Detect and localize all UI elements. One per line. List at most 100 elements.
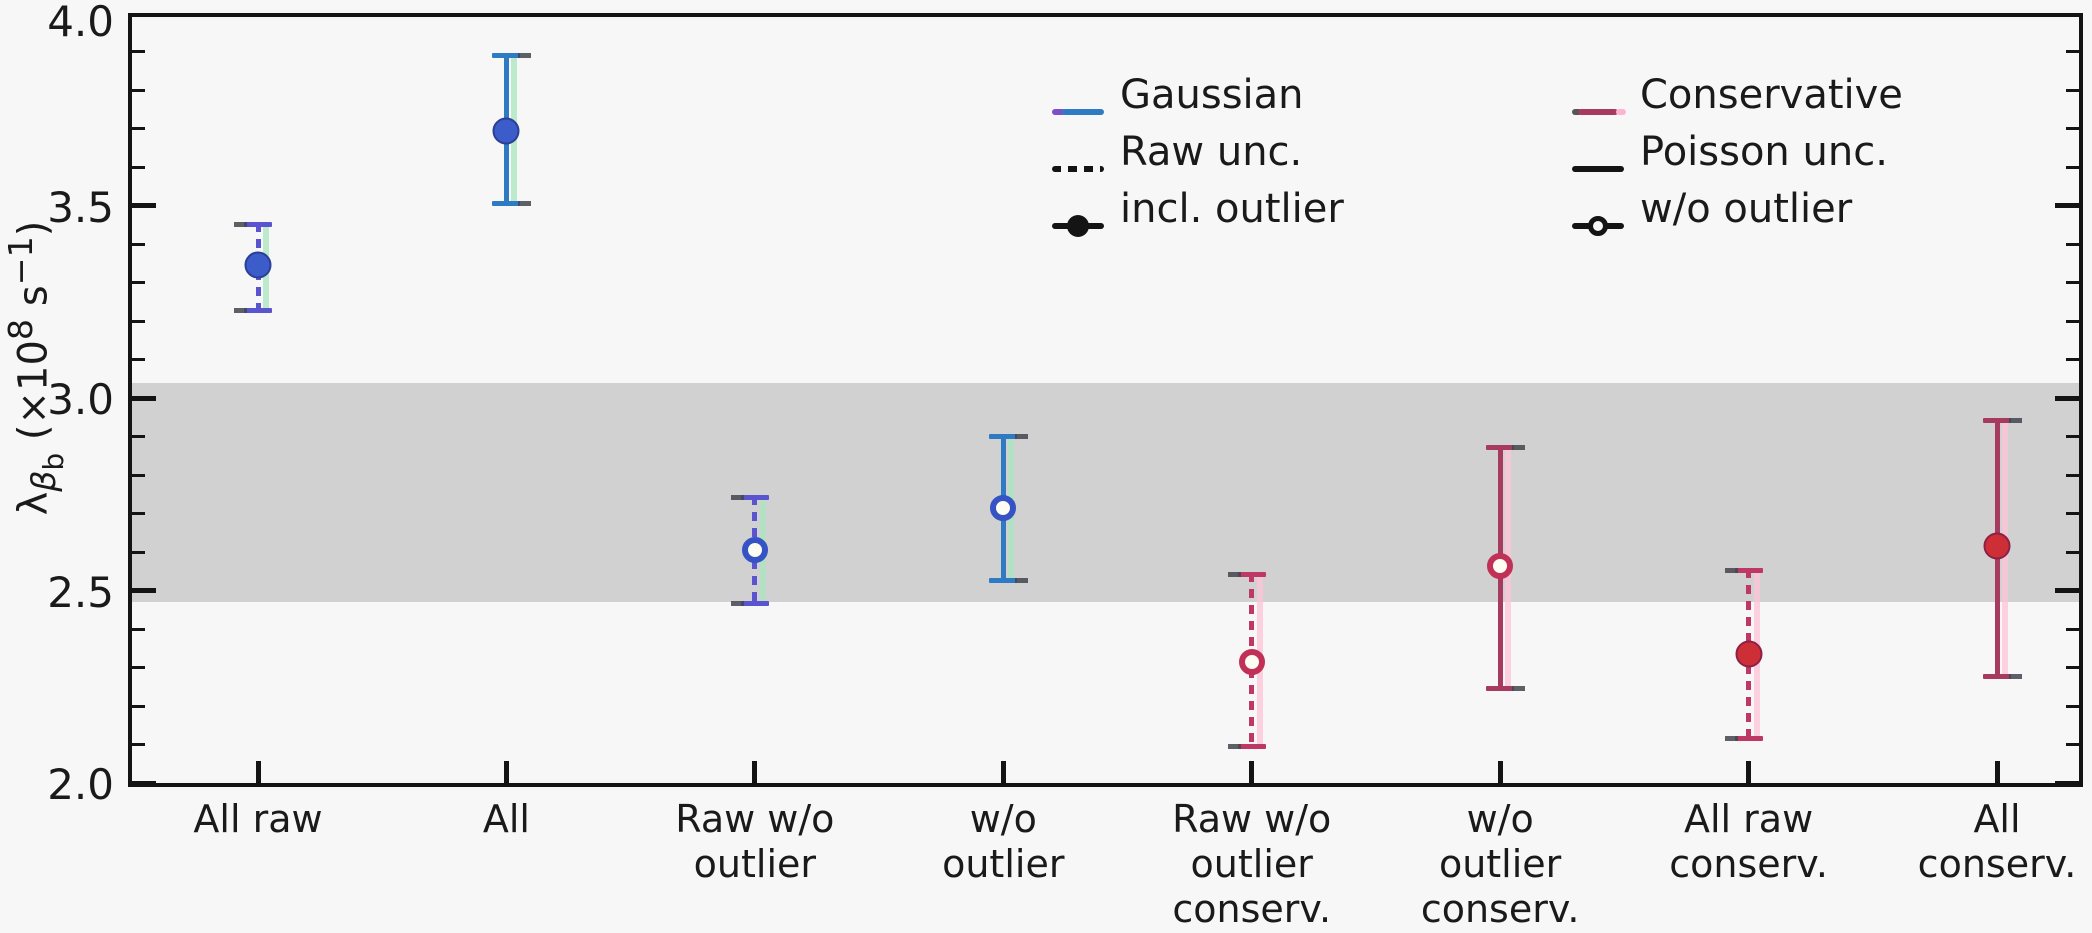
y-minor-tick-right [2066,550,2079,554]
conservative-line-gray-tip-icon [1572,109,1582,115]
y-major-tick-right [2055,588,2079,593]
x-major-tick [1746,761,1752,783]
gaussian-line-icon [1062,109,1104,115]
data-point-marker-open [990,494,1017,521]
y-minor-tick-left [132,473,145,477]
cap-artifact-top [234,221,247,227]
error-bar-cap-top [1983,418,2011,424]
error-bar-cap-bottom [492,200,521,206]
y-minor-tick-left [132,88,145,92]
y-minor-tick-left [132,165,145,169]
x-tick-label: Raw w/o outlier conserv. [1172,797,1332,931]
legend-item: Gaussian [1052,75,1304,115]
legend-swatch-line-dashed-black [1052,149,1104,172]
legend-item: Conservative [1572,75,1903,115]
open-circle-icon [1588,216,1608,236]
error-bar-cap-bottom [1734,735,1763,741]
cap-artifact-bottom [1512,685,1526,691]
data-point-marker-open [1238,648,1265,675]
y-major-tick-left [132,780,156,786]
y-minor-tick-right [2066,666,2079,669]
y-minor-tick-left [132,50,145,53]
error-bar-cap-top [989,433,1018,439]
y-minor-tick-left [132,127,145,130]
cap-artifact-bottom [518,200,532,206]
legend-swatch-line-gaussian [1052,92,1104,115]
y-minor-tick-right [2066,512,2079,515]
cap-artifact-bottom [1227,743,1241,749]
conservative-line-pink-tip-icon [1616,109,1626,115]
filled-circle-icon [1067,215,1089,237]
x-tick-label: All [482,797,530,841]
y-minor-tick-right [2066,127,2079,130]
cap-artifact-bottom [1015,577,1029,583]
x-tick-label: Raw w/o outlier [675,797,835,886]
x-tick-label: All raw [193,797,323,841]
y-minor-tick-right [2066,165,2079,169]
error-bar-cap-bottom [989,577,1018,583]
cap-artifact-top [1227,572,1241,578]
cap-artifact-top [1512,445,1526,451]
y-minor-tick-left [132,358,145,361]
legend-item: w/o outlier [1572,189,1852,236]
error-bar-cap-top [740,495,769,501]
y-minor-tick-right [2066,743,2079,746]
y-minor-tick-right [2066,88,2079,92]
y-minor-tick-left [132,435,145,438]
cap-artifact-top [2009,418,2022,424]
gaussian-line-purple-tip-icon [1052,109,1066,115]
plot-area [128,13,2083,787]
x-major-tick [1497,761,1503,783]
error-bar-cap-top [1237,572,1266,578]
data-point-marker-filled [1983,532,2011,560]
y-minor-tick-left [132,627,145,631]
y-tick-label: 4.0 [47,0,114,46]
error-bar-cap-top [244,221,272,227]
y-major-tick-right [2055,203,2079,208]
error-bar-cap-bottom [1237,743,1266,749]
error-bar-cap-top [1734,568,1763,574]
y-axis-label: λβb (×108 s−1) [1,220,71,516]
y-tick-label: 3.5 [47,182,114,232]
legend-swatch-line-filled-circle [1052,206,1104,237]
x-major-tick [1249,761,1255,783]
y-tick-label: 2.5 [47,567,114,617]
y-minor-tick-left [132,743,145,746]
error-bar-cap-top [492,52,521,58]
data-point-marker-open [1487,552,1514,579]
y-minor-tick-left [132,550,145,554]
y-major-tick-left [132,588,156,593]
y-major-tick-left [132,395,156,401]
y-minor-tick-left [132,512,145,515]
y-minor-tick-right [2066,627,2079,631]
y-minor-tick-right [2066,358,2079,361]
x-major-tick [1000,761,1006,783]
x-major-tick [255,761,261,783]
cap-artifact-top [730,495,744,501]
legend-item: incl. outlier [1052,189,1344,237]
y-minor-tick-left [132,319,145,323]
legend-swatch-line-solid-black [1572,149,1624,172]
legend-label: Gaussian [1120,72,1304,118]
y-minor-tick-right [2066,50,2079,53]
y-minor-tick-left [132,242,145,246]
y-tick-label: 3.0 [47,375,114,424]
cap-artifact-bottom [2009,674,2022,680]
y-minor-tick-right [2066,435,2079,438]
y-minor-tick-left [132,666,145,669]
dashed-line-icon [1052,166,1104,172]
x-tick-label: All conserv. [1917,797,2077,886]
cap-artifact-bottom [730,601,744,607]
cap-artifact-top [1724,568,1738,574]
x-tick-label: w/o outlier [942,797,1065,886]
solid-line-icon [1572,166,1624,172]
error-bar-cap-bottom [1983,674,2011,680]
data-point-marker-filled [244,251,272,279]
x-tick-label: All raw conserv. [1669,797,1828,886]
x-major-tick [752,761,758,783]
legend-item: Raw unc. [1052,132,1302,172]
y-minor-tick-left [132,281,145,284]
y-major-tick-right [2055,395,2079,401]
y-major-tick-left [132,203,156,208]
